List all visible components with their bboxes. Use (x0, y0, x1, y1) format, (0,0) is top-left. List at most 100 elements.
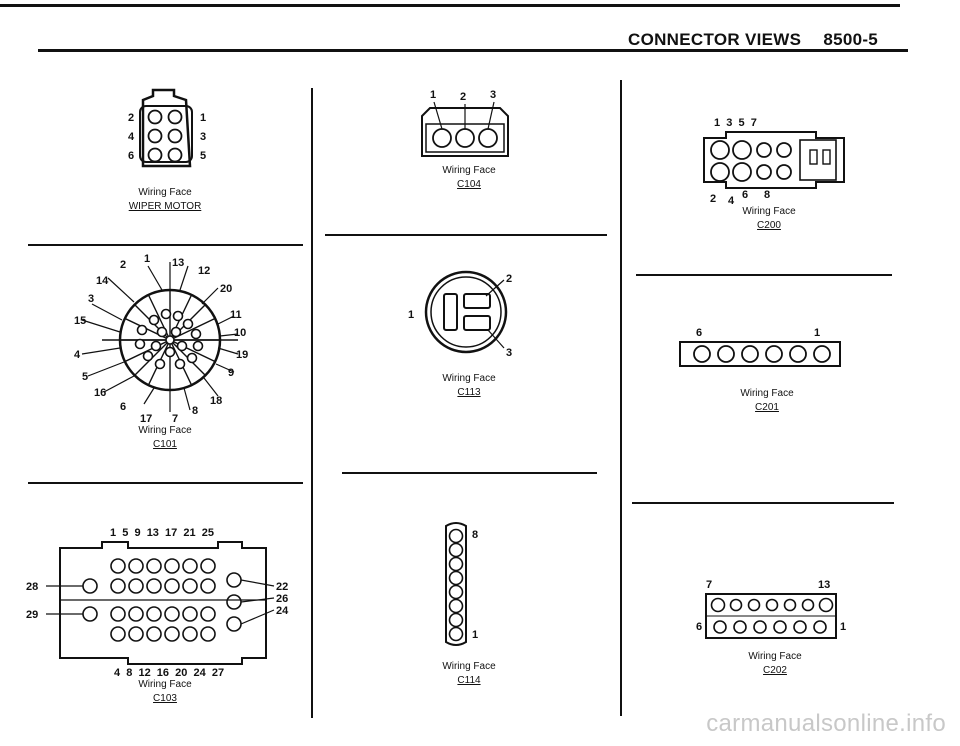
column-divider-2 (620, 80, 622, 716)
c200-pin-label: 6 (742, 189, 748, 201)
c113-caption: Wiring Face C113 (404, 372, 534, 399)
c202-pin-label: 13 (818, 579, 830, 591)
wiper-pin-label: 1 (200, 112, 206, 124)
c113-pin-label: 3 (506, 347, 512, 359)
wiper-pin-label: 5 (200, 150, 206, 162)
c201-pin-label: 1 (814, 327, 820, 339)
c101-pin-label: 3 (88, 293, 94, 305)
separator-right-2 (632, 502, 894, 504)
separator-mid-1 (325, 234, 607, 236)
c101-pin-label: 11 (230, 309, 242, 321)
c101-pin-label: 4 (74, 349, 81, 361)
c101-pin-label: 20 (220, 283, 232, 295)
separator-left-2 (28, 482, 303, 484)
c202-pin-label: 1 (840, 621, 846, 633)
wiper-pin-label: 6 (128, 150, 134, 162)
c104-pin-label: 3 (490, 89, 496, 101)
c200-pin-label: 4 (728, 195, 735, 207)
c101-pin-label: 10 (234, 327, 246, 339)
c101-pin-label: 2 (120, 259, 126, 271)
c103-connector: 1 5 9 13 17 21 25 28 29 22 26 24 4 8 12 … (26, 527, 289, 679)
c202-pin-label: 6 (696, 621, 702, 633)
c101-pin-label: 17 (140, 413, 152, 425)
c101-pin-label: 16 (94, 387, 106, 399)
c101-connector: 1 13 12 2 14 20 3 11 15 10 4 19 5 9 16 1… (74, 254, 248, 425)
c101-pin-label: 14 (96, 275, 109, 287)
c101-pin-label: 9 (228, 367, 234, 379)
wiper-face-label: Wiring Face (138, 187, 192, 198)
c113-code-label: C113 (457, 386, 481, 398)
c104-face-label: Wiring Face (442, 165, 496, 176)
c202-face-label: Wiring Face (748, 651, 802, 662)
column-divider-1 (311, 88, 313, 718)
c103-caption: Wiring Face C103 (100, 678, 230, 705)
c114-pin-label: 8 (472, 529, 478, 541)
c202-pin-label: 7 (706, 579, 712, 591)
c104-code-label: C104 (457, 178, 481, 190)
c200-pin-label: 2 (710, 193, 716, 205)
c101-face-label: Wiring Face (138, 425, 192, 436)
c101-pin-label: 12 (198, 265, 210, 277)
c114-face-label: Wiring Face (442, 661, 496, 672)
c101-pin-label: 18 (210, 395, 222, 407)
c101-caption: Wiring Face C101 (100, 424, 230, 451)
c200-caption: Wiring Face C200 (704, 205, 834, 232)
wiper-pin-label: 2 (128, 112, 134, 124)
c101-pin-label: 7 (172, 413, 178, 425)
c103-face-label: Wiring Face (138, 679, 192, 690)
c104-pin-label: 1 (430, 89, 436, 101)
header-page: 8500-5 (823, 30, 879, 49)
c103-bottom-labels: 4 8 12 16 20 24 27 (114, 667, 224, 679)
c104-pin-label: 2 (460, 91, 466, 103)
separator-left-1 (28, 244, 303, 246)
c104-caption: Wiring Face C104 (404, 164, 534, 191)
c113-face-label: Wiring Face (442, 373, 496, 384)
c202-caption: Wiring Face C202 (710, 650, 840, 677)
c104-connector: 1 2 3 (421, 89, 509, 157)
c101-pin-label: 15 (74, 315, 86, 327)
wiper-code-label: WIPER MOTOR (128, 200, 202, 212)
c202-connector: 7 13 6 1 (696, 579, 846, 639)
c103-left-label: 28 (26, 581, 38, 593)
header-title: CONNECTOR VIEWS (628, 30, 802, 49)
header-rule (38, 49, 908, 52)
c201-connector: 6 1 (679, 327, 841, 367)
c114-code-label: C114 (457, 674, 481, 686)
page-header: CONNECTOR VIEWS 8500-5 (628, 30, 878, 50)
c101-pin-label: 1 (144, 254, 150, 265)
c101-pin-label: 13 (172, 257, 184, 269)
c200-top-labels: 1 3 5 7 (714, 117, 757, 129)
c114-connector: 8 1 (445, 522, 478, 646)
c202-code-label: C202 (763, 664, 787, 676)
c113-pin-label: 1 (408, 309, 414, 321)
c101-pin-label: 19 (236, 349, 248, 361)
c200-code-label: C200 (757, 219, 781, 231)
wiper-caption: Wiring Face WIPER MOTOR (100, 186, 230, 213)
watermark-text: carmanualsonline.info (706, 710, 946, 737)
c201-caption: Wiring Face C201 (702, 387, 832, 414)
c103-left-label: 29 (26, 609, 38, 621)
c200-connector: 1 3 5 7 2 4 6 8 (703, 117, 845, 207)
wiper-pin-label: 4 (128, 131, 135, 143)
c201-pin-label: 6 (696, 327, 702, 339)
separator-mid-2 (342, 472, 597, 474)
c113-pin-label: 2 (506, 273, 512, 285)
c201-face-label: Wiring Face (740, 388, 794, 399)
c103-top-labels: 1 5 9 13 17 21 25 (110, 527, 214, 539)
wiper-motor-connector: 2 1 4 3 6 5 (128, 88, 206, 168)
c200-face-label: Wiring Face (742, 206, 796, 217)
c103-right-label: 22 (276, 581, 288, 593)
c101-code-label: C101 (153, 438, 177, 450)
c114-caption: Wiring Face C114 (404, 660, 534, 687)
top-rule (0, 4, 900, 7)
c114-pin-label: 1 (472, 629, 478, 641)
c101-pin-label: 5 (82, 371, 88, 383)
c103-right-label: 26 (276, 593, 288, 605)
c101-pin-label: 6 (120, 401, 126, 413)
separator-right-1 (636, 274, 892, 276)
c201-code-label: C201 (755, 401, 779, 413)
c101-pin-label: 8 (192, 405, 198, 417)
c113-connector: 1 2 3 (408, 270, 512, 359)
c200-pin-label: 8 (764, 189, 770, 201)
wiper-pin-label: 3 (200, 131, 206, 143)
